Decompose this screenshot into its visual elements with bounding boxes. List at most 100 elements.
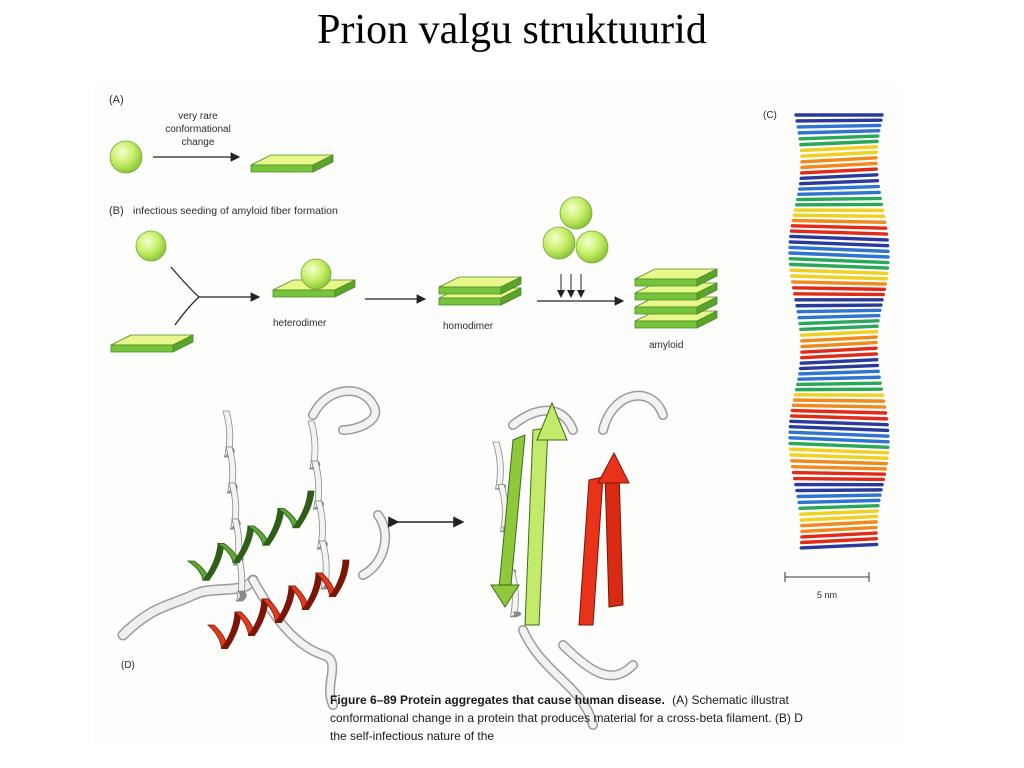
fibril-strand <box>799 357 879 365</box>
incoming-sphere-right <box>575 230 609 264</box>
fibril-strand <box>789 268 889 276</box>
native-protein-sphere <box>109 140 143 174</box>
fibril-strand <box>788 447 890 455</box>
figure-caption-line-2: conformational change in a protein that … <box>330 711 803 725</box>
fibril-strand <box>800 525 878 534</box>
amyloid-label: amyloid <box>649 340 683 351</box>
incoming-sphere-top <box>559 196 593 230</box>
helix-segment <box>292 490 315 529</box>
fibril-strand <box>800 346 878 354</box>
alpha-helical-prion-structure <box>117 386 391 710</box>
fibril-strand <box>788 251 890 259</box>
arrow-text-line-2: conformational <box>165 124 231 135</box>
fibril-strand <box>800 156 878 164</box>
fibril-strand <box>789 234 889 242</box>
fibril-strand <box>796 308 882 314</box>
slide-title: Prion valgu struktuurid <box>317 7 707 53</box>
panel-b-label: (B) <box>109 205 124 217</box>
fibril-strand <box>788 441 890 450</box>
heterodimer-sphere <box>300 258 332 290</box>
fibril-strand <box>790 280 888 286</box>
fibril-strand <box>790 459 888 466</box>
fibril-strand <box>795 488 883 493</box>
fibril-strand <box>788 262 890 270</box>
fibril-strand <box>788 245 890 254</box>
fibril-strand <box>798 184 880 191</box>
fibril-strand <box>799 329 879 337</box>
fibril-strand <box>789 229 889 236</box>
panel-c-label: (C) <box>763 110 777 121</box>
fibril-strand <box>800 536 878 545</box>
fibril-strand <box>799 167 879 175</box>
fibril-strand <box>795 118 883 123</box>
beta-sheet-prion-structure <box>490 390 668 730</box>
fibril-strand <box>797 313 881 320</box>
panel-b-heading: infectious seeding of amyloid fiber form… <box>133 205 338 217</box>
fibril-strand <box>800 161 878 170</box>
free-protein-sphere <box>135 230 167 262</box>
figure-image: (A) very rare conformational change (B) … <box>93 85 900 745</box>
fibril-strand <box>800 150 878 158</box>
homodimer-label: homodimer <box>443 321 494 332</box>
fibril-strand <box>800 340 878 349</box>
fibril-strand <box>790 274 888 281</box>
fibril-strand <box>800 531 878 539</box>
fibril-strand <box>797 129 881 135</box>
fibril-strand <box>799 509 879 516</box>
scale-bar-label: 5 nm <box>817 590 837 600</box>
fibril-strand <box>792 213 886 219</box>
fibril-strand <box>797 498 881 505</box>
fibril-strand <box>789 419 889 427</box>
misfolded-sheet <box>250 154 334 173</box>
caption-line-1-rest: (A) Schematic illustrat <box>672 693 789 707</box>
arrow-text-line-1: very rare <box>178 111 218 122</box>
merge-line-top <box>170 266 200 298</box>
fibril-strand <box>799 139 879 147</box>
fibril-strand <box>788 240 890 248</box>
fibril-strand <box>799 542 879 550</box>
incoming-sphere-left <box>542 226 576 260</box>
fibril-strand <box>798 134 880 141</box>
figure-caption-line-3: the self-infectious nature of the <box>330 729 494 743</box>
fibril-strand <box>791 470 887 476</box>
fibril-strand <box>798 503 880 511</box>
fibril-strand <box>798 369 880 376</box>
seed-sheet <box>110 334 194 353</box>
fibril-strand <box>790 224 888 230</box>
fibril-strand <box>795 303 883 308</box>
helix-segment <box>492 441 504 490</box>
fibril-strand <box>793 476 885 482</box>
fibril-strand <box>790 408 888 415</box>
fibril-strand <box>793 292 885 297</box>
fibril-strand <box>799 173 879 181</box>
arrow-text-line-3: change <box>182 137 215 148</box>
fibril-strand <box>799 514 879 522</box>
fibril-strand <box>796 493 882 499</box>
fibril-strand <box>791 218 887 225</box>
fibril-strand <box>800 520 878 528</box>
fibril-strand <box>798 363 880 371</box>
fibril-strand <box>788 430 890 438</box>
amyloid-fibril-model <box>788 113 890 550</box>
fibril-strand <box>800 335 878 343</box>
helix-segment <box>328 559 350 597</box>
fibril-strand <box>791 403 887 409</box>
fibril-strand <box>789 453 889 460</box>
fibril-strand <box>798 178 880 186</box>
fibril-strand <box>800 352 878 360</box>
helix-segment <box>510 611 522 618</box>
fibril-strand <box>788 256 890 265</box>
fibril-strand <box>788 436 890 444</box>
fibril-strand <box>799 324 879 332</box>
fibril-strand <box>797 190 881 197</box>
fibril-strand <box>792 286 886 292</box>
panel-a-label: (A) <box>109 94 124 106</box>
figure-caption-line-1: Figure 6–89 Protein aggregates that caus… <box>330 693 790 707</box>
panel-d-label: (D) <box>121 660 135 671</box>
fibril-strand <box>796 381 882 387</box>
fibril-strand <box>790 464 888 471</box>
heterodimer-label: heterodimer <box>273 318 327 329</box>
fibril-strand <box>796 123 882 129</box>
fibril-strand <box>789 414 889 421</box>
fibril-strand <box>797 375 881 381</box>
